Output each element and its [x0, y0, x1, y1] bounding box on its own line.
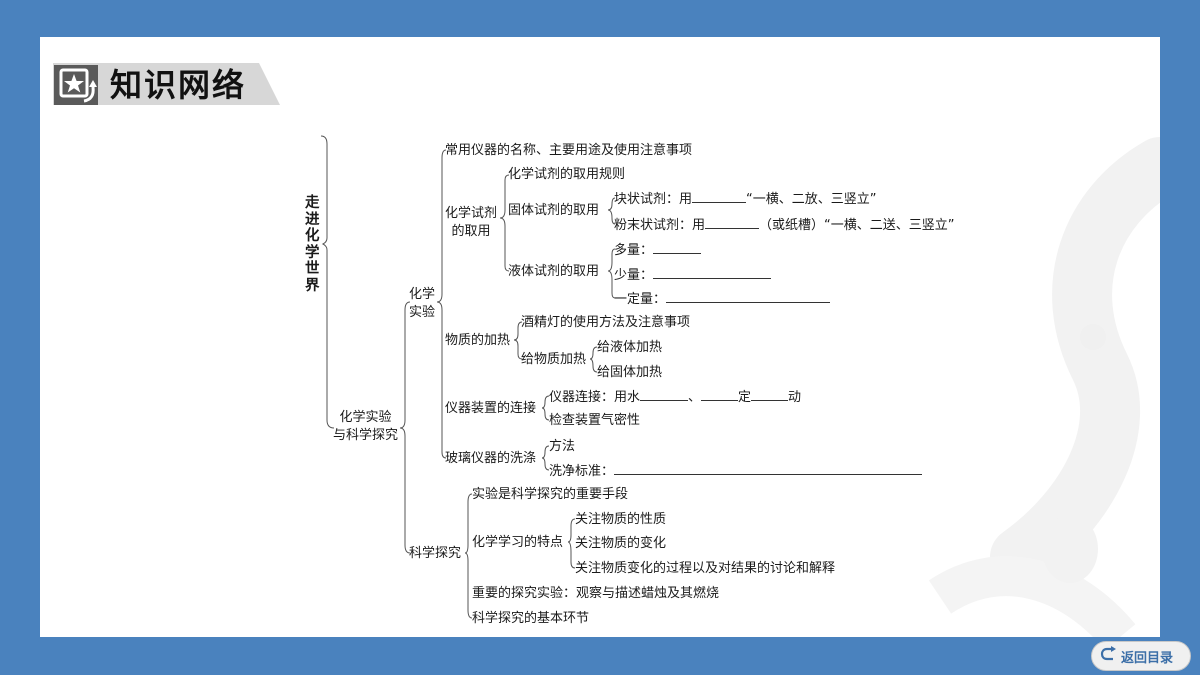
node-heat-solid: 给固体加热 — [597, 365, 663, 380]
background-decoration — [928, 137, 1160, 637]
node-solid-reagent: 固体试剂的取用 — [508, 203, 600, 218]
node-apparatus-connection: 仪器装置的连接 — [445, 401, 537, 416]
node-glassware-washing: 玻璃仪器的洗涤 — [445, 451, 537, 466]
node-wash-standard: 洗净标准： — [549, 463, 923, 480]
blank-line — [705, 217, 760, 229]
star-icon — [54, 65, 98, 105]
node-connect-method: 仪器连接：用水、定动 — [549, 389, 802, 405]
node-feature-changes: 关注物质的变化 — [575, 536, 667, 551]
blank-line — [653, 242, 702, 254]
blank-line — [751, 389, 789, 401]
back-to-contents-button[interactable]: 返回目录 — [1091, 641, 1191, 671]
node-instruments: 常用仪器的名称、主要用途及使用注意事项 — [445, 143, 693, 158]
node-liquid-few: 少量： — [614, 267, 772, 284]
node-heating: 物质的加热 — [445, 333, 511, 348]
node-liquid-reagent: 液体试剂的取用 — [508, 264, 600, 279]
node-candle-experiment: 重要的探究实验：观察与描述蜡烛及其燃烧 — [472, 586, 720, 601]
blank-line — [701, 389, 739, 401]
back-button-label: 返回目录 — [1121, 650, 1174, 666]
node-inquiry-steps: 科学探究的基本环节 — [472, 611, 590, 626]
node-liquid-many: 多量： — [614, 242, 702, 259]
node-solid-block: 块状试剂：用“一横、二放、三竖立” — [614, 191, 877, 207]
blank-line — [692, 191, 747, 203]
node-alcohol-lamp: 酒精灯的使用方法及注意事项 — [521, 315, 691, 330]
node-feature-process: 关注物质变化的过程以及对结果的讨论和解释 — [575, 561, 836, 576]
node-reagents: 化学试剂 的取用 — [445, 206, 498, 239]
root-node: 走进化学世界 — [305, 195, 320, 294]
node-scientific-inquiry: 科学探究 — [409, 546, 462, 561]
blank-line — [666, 291, 831, 303]
node-heat-liquid: 给液体加热 — [597, 340, 663, 355]
node-feature-properties: 关注物质的性质 — [575, 512, 667, 527]
node-liquid-fixed: 一定量： — [614, 291, 831, 308]
node-wash-method: 方法 — [549, 439, 576, 454]
node-experiment-means: 实验是科学探究的重要手段 — [472, 487, 629, 502]
blank-line — [653, 267, 772, 279]
node-lab-and-inquiry: 化学实验 与科学探究 — [333, 410, 399, 443]
node-reagent-rules: 化学试剂的取用规则 — [508, 167, 626, 182]
node-chemistry-experiment: 化学 实验 — [409, 287, 436, 320]
node-solid-powder: 粉末状试剂：用（或纸槽）“一横、二送、三竖立” — [614, 217, 955, 233]
node-learning-features: 化学学习的特点 — [472, 535, 564, 550]
blank-line — [640, 389, 689, 401]
content-card: 知识网络 — [40, 37, 1160, 637]
blank-line — [614, 463, 923, 475]
page-title: 知识网络 — [110, 66, 247, 104]
node-airtightness: 检查装置气密性 — [549, 413, 641, 428]
return-arrow-icon — [1100, 646, 1118, 666]
node-heat-substance: 给物质加热 — [521, 352, 587, 367]
